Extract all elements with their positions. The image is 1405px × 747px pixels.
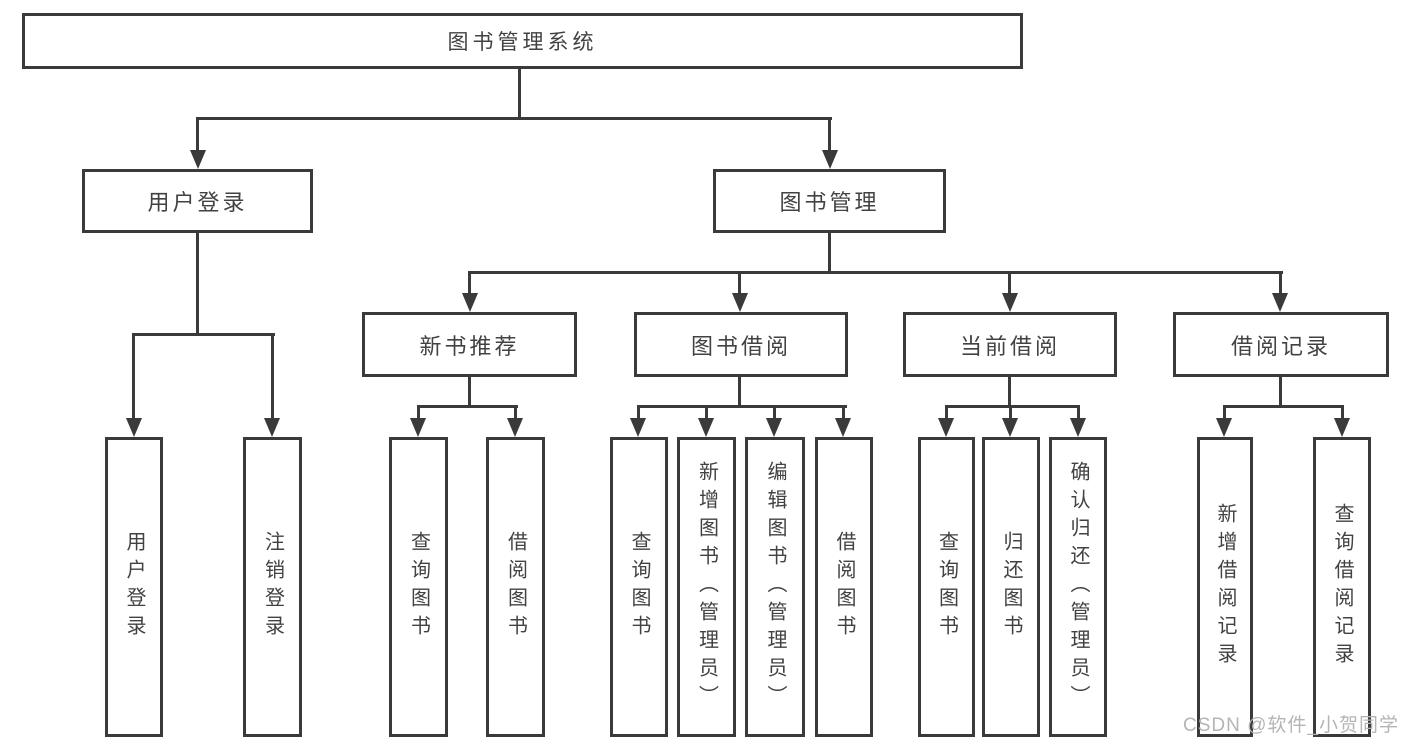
arrow-down-icon [698,418,714,437]
connector-line [417,405,420,421]
arrow-down-icon [630,418,646,437]
connector-line [828,233,831,273]
connector-line [1009,405,1012,421]
connector-line [1341,405,1344,421]
arrow-down-icon [822,150,838,169]
leaf-label: 查询图书 [628,531,650,643]
leaf-label: 借阅图书 [504,531,527,643]
arrow-down-icon [1272,293,1288,312]
connector-line [945,405,948,421]
leaf-label: 新增图书（管理员） [695,461,718,713]
arrow-down-icon [1002,293,1018,312]
node-book-borrow: 图书借阅 [634,312,848,377]
node-library-system: 图书管理系统 [22,13,1023,69]
leaf-label: 新增借阅记录 [1214,503,1236,671]
arrow-down-icon [766,418,782,437]
node-label: 借阅记录 [1230,333,1331,359]
node-label: 图书借阅 [690,333,791,359]
arrow-down-icon [1002,418,1018,437]
arrow-down-icon [190,150,206,169]
arrow-down-icon [835,418,851,437]
connector-line [828,117,831,153]
connector-line [468,377,471,407]
node-user-login: 用户登录 [82,169,313,233]
arrow-down-icon [410,418,426,437]
connector-line [637,405,640,421]
node-label: 新书推荐 [419,333,520,359]
leaf-confirm-return-admin: 确认归还（管理员） [1049,437,1107,737]
arrow-down-icon [1070,418,1086,437]
connector-line [1008,377,1011,407]
connector-line [1223,405,1226,421]
connector-line [773,405,776,421]
arrow-down-icon [938,418,954,437]
arrow-down-icon [126,418,142,437]
connector-line [468,271,471,297]
leaf-borrow-books: 借阅图书 [486,437,545,737]
connector-line [1223,405,1344,408]
connector-line [738,271,741,297]
arrow-down-icon [732,293,748,312]
connector-line [705,405,708,421]
connector-line [842,405,845,421]
arrow-down-icon [1216,418,1232,437]
leaf-user-login: 用户登录 [105,437,163,737]
connector-line [945,405,1080,408]
arrow-down-icon [507,418,523,437]
leaf-add-books-admin: 新增图书（管理员） [677,437,736,737]
leaf-query-books: 查询图书 [389,437,448,737]
leaf-add-borrow-record: 新增借阅记录 [1197,437,1253,737]
leaf-label: 借阅图书 [833,531,855,643]
node-current-borrow: 当前借阅 [903,312,1117,377]
watermark-text: CSDN @软件_小贺同学 [1183,715,1399,736]
connector-line [271,333,274,420]
leaf-label: 用户登录 [123,531,145,643]
node-book-management: 图书管理 [713,169,946,233]
leaf-edit-books-admin: 编辑图书（管理员） [745,437,805,737]
connector-line [132,333,135,420]
connector-line [417,405,518,408]
leaf-label: 注销登录 [261,531,284,643]
connector-line [196,233,199,335]
leaf-label: 编辑图书（管理员） [764,461,786,713]
connector-line [1077,405,1080,421]
arrow-down-icon [264,418,280,437]
connector-line [132,333,275,336]
leaf-query-borrow-record: 查询借阅记录 [1313,437,1371,737]
connector-line [468,271,1283,274]
node-label: 图书管理 [779,190,880,215]
leaf-label: 查询图书 [407,531,430,643]
leaf-logout: 注销登录 [243,437,302,737]
node-label: 图书管理系统 [447,31,598,54]
leaf-label: 归还图书 [1000,531,1022,643]
connector-line [514,405,517,421]
connector-line [1008,271,1011,297]
node-new-book-recommend: 新书推荐 [362,312,577,377]
connector-line [1279,271,1282,297]
leaf-query-books: 查询图书 [610,437,668,737]
leaf-query-books: 查询图书 [918,437,975,737]
node-borrow-records: 借阅记录 [1173,312,1389,377]
connector-line [196,117,832,120]
leaf-label: 确认归还（管理员） [1067,461,1089,713]
leaf-label: 查询借阅记录 [1331,503,1353,671]
connector-line [196,117,199,153]
connector-line [637,405,847,408]
node-label: 当前借阅 [959,333,1060,359]
arrow-down-icon [462,293,478,312]
connector-line [738,377,741,407]
connector-line [1279,377,1282,407]
arrow-down-icon [1334,418,1350,437]
node-label: 用户登录 [147,190,248,215]
leaf-label: 查询图书 [935,531,958,643]
leaf-return-books: 归还图书 [982,437,1040,737]
leaf-borrow-books: 借阅图书 [815,437,873,737]
connector-line [518,69,521,119]
